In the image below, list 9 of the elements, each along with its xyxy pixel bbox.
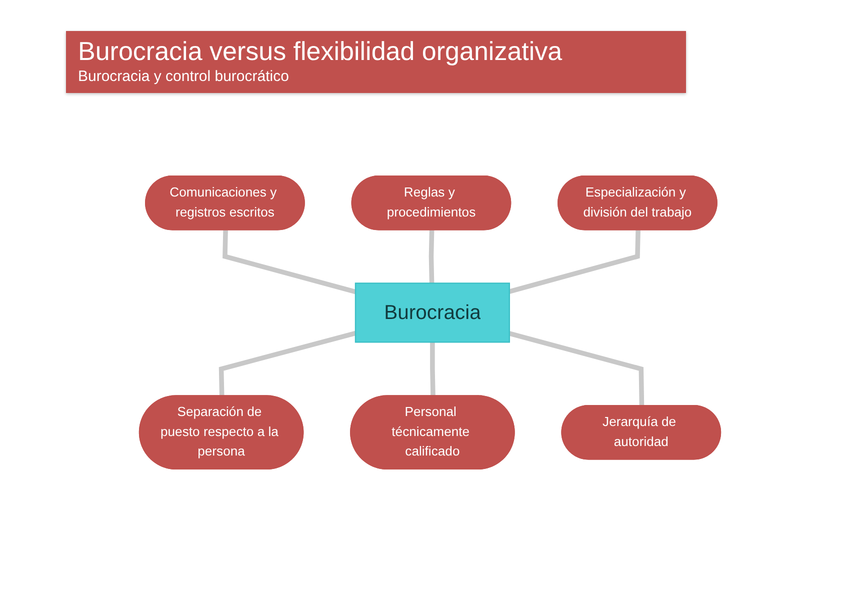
node-box: Burocracia <box>354 282 510 343</box>
connector <box>222 230 356 294</box>
connector <box>508 331 644 406</box>
connector <box>428 230 434 284</box>
subtitle-text: Burocracia y control burocrático <box>78 67 289 86</box>
connector <box>508 230 640 294</box>
connector <box>430 342 436 396</box>
connector <box>218 330 356 396</box>
title-text: Burocracia versus flexibilidad organizativa <box>78 36 562 67</box>
